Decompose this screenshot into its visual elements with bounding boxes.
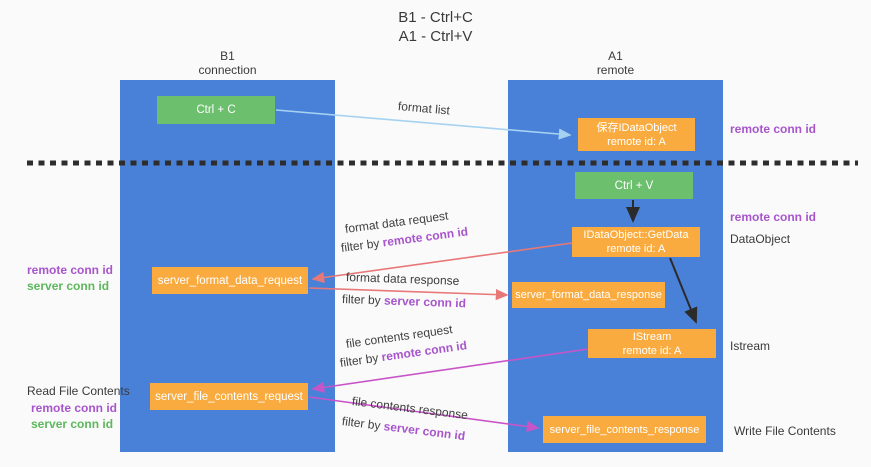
ctrl-c-node: Ctrl + C (157, 96, 275, 124)
filter-by-prefix: filter by (340, 235, 384, 255)
filter-by-prefix: filter by (341, 414, 385, 434)
getdata-line2: remote id: A (606, 243, 666, 255)
getdata-line1: IDataObject::GetData (583, 229, 689, 241)
format-remote-conn-id: remote conn id (27, 263, 114, 277)
server-file-contents-request-node: server_file_contents_request (150, 383, 308, 410)
left-column-role: connection (198, 63, 257, 77)
ctrl-c-label: Ctrl + C (196, 104, 236, 116)
left-column-name: B1 (220, 49, 235, 63)
save-idataobject-line2: remote id: A (607, 135, 666, 148)
server-file-contents-response-label: server_file_contents_response (549, 423, 700, 436)
diagram-title: B1 - Ctrl+C A1 - Ctrl+V (0, 8, 871, 46)
right-column-header: A1 remote (508, 49, 723, 77)
save-idataobject-line1: 保存IDataObject (596, 121, 677, 134)
format-list-edge-label: format list (397, 99, 451, 118)
remote-conn-id-annotation-mid: remote conn id (730, 210, 817, 224)
dataobject-annotation: DataObject (730, 232, 791, 246)
server-file-contents-response-node: server_file_contents_response (543, 416, 706, 443)
file-server-conn-id: server conn id (31, 417, 114, 431)
istream-line1: IStream (632, 330, 672, 343)
istream-node: IStream remote id: A (588, 329, 716, 358)
format-data-response-edge-label: format data response (345, 270, 460, 288)
title-line-a1: A1 - Ctrl+V (398, 28, 473, 45)
filter-key-server-conn-id: server conn id (383, 293, 467, 311)
write-file-contents-annotation: Write File Contents (734, 424, 836, 438)
idataobject-getdata-node: IDataObject::GetData remote id: A (572, 227, 700, 257)
file-remote-conn-id: remote conn id (31, 401, 118, 415)
remote-conn-id-annotation-top: remote conn id (730, 122, 817, 136)
ctrl-v-label: Ctrl + V (614, 179, 654, 192)
filter-by-prefix: filter by (341, 292, 385, 308)
left-column-header: B1 connection (120, 49, 335, 77)
ctrl-v-node: Ctrl + V (575, 172, 693, 199)
right-column-name: A1 (608, 49, 623, 63)
server-format-data-response-label: server_format_data_response (515, 289, 662, 301)
filter-by-prefix: filter by (339, 350, 383, 370)
istream-line2: remote id: A (622, 344, 682, 357)
read-file-contents-annotation: Read File Contents (27, 384, 130, 398)
format-conn-id-block: remote conn id server conn id (27, 262, 113, 294)
server-format-data-response-node: server_format_data_response (512, 282, 665, 308)
title-line-b1: B1 - Ctrl+C (398, 9, 473, 26)
server-format-data-request-label: server_format_data_request (157, 274, 303, 287)
filter-key-server-conn-id: server conn id (382, 419, 466, 444)
right-column-role: remote (596, 63, 635, 77)
format-server-conn-id: server conn id (27, 279, 110, 293)
server-file-contents-request-label: server_file_contents_request (155, 390, 303, 403)
format-data-response-filter-label: filter by server conn id (342, 292, 466, 310)
istream-annotation: Istream (730, 339, 771, 353)
file-conn-id-block: remote conn id server conn id (31, 400, 117, 432)
server-format-data-request-node: server_format_data_request (152, 267, 308, 294)
save-idataobject-node: 保存IDataObject remote id: A (578, 118, 695, 151)
